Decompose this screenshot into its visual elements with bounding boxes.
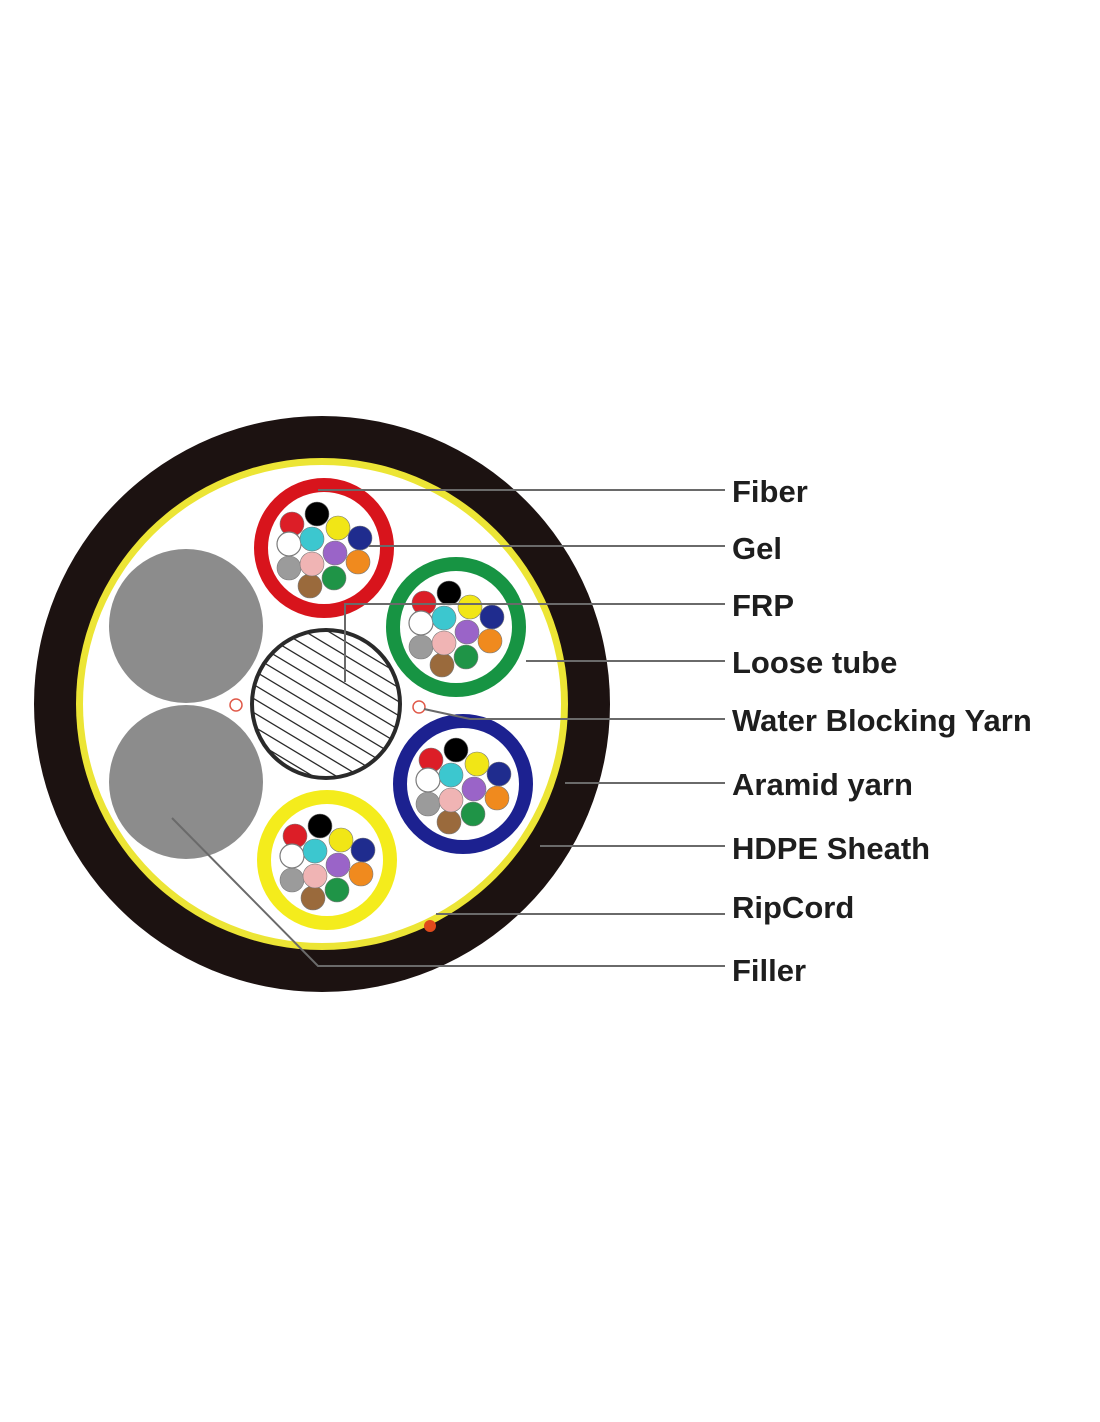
fiber-rose (302, 863, 328, 889)
fiber-rose (299, 551, 325, 577)
leader-line-frp (344, 603, 725, 682)
fiber-brown (436, 809, 462, 835)
fiber-aqua (438, 762, 464, 788)
label-loose-tube: Loose tube (732, 645, 897, 680)
loose-tubes (254, 478, 533, 930)
fiber-white (276, 531, 302, 557)
fiber-blue (350, 837, 376, 863)
fiber-aqua (431, 605, 457, 631)
filler-bottom (109, 705, 263, 859)
frp-central-member (250, 628, 402, 780)
fiber-rose (431, 630, 457, 656)
label-fiber: Fiber (732, 474, 808, 509)
fiber-aqua (299, 526, 325, 552)
fiber-violet (461, 776, 487, 802)
label-water-blocking-yarn: Water Blocking Yarn (732, 703, 1032, 738)
fiber-orange (348, 861, 374, 887)
fiber-yellow (457, 594, 483, 620)
frp-hatch-line (252, 709, 400, 778)
fiber-yellow (464, 751, 490, 777)
labels: Fiber Gel FRP Loose tube Water Blocking … (732, 474, 1032, 988)
fiber-slate (408, 634, 434, 660)
fiber-black (307, 813, 333, 839)
ripcord (424, 920, 436, 932)
fiber-black (436, 580, 462, 606)
fiber-violet (325, 852, 351, 878)
frp-hatch-line (252, 630, 400, 705)
fiber-black (304, 501, 330, 527)
fiber-blue (479, 604, 505, 630)
fiber-brown (297, 573, 323, 599)
label-hdpe-sheath: HDPE Sheath (732, 831, 930, 866)
fiber-yellow (328, 827, 354, 853)
loose-tube-blue-tube (393, 714, 533, 854)
fiber-orange (477, 628, 503, 654)
fiber-yellow (325, 515, 351, 541)
fiber-white (408, 610, 434, 636)
leader-lines (171, 489, 725, 967)
loose-tube-yellow-tube (257, 790, 397, 930)
fiber-violet (322, 540, 348, 566)
label-frp: FRP (732, 588, 794, 623)
label-gel: Gel (732, 531, 782, 566)
fiber-slate (276, 555, 302, 581)
fiber-orange (484, 785, 510, 811)
loose-tube-green-tube (386, 557, 526, 697)
fiber-white (279, 843, 305, 869)
label-ripcord: RipCord (732, 890, 854, 925)
fiber-green (321, 565, 347, 591)
fiber-green (460, 801, 486, 827)
fiber-violet (454, 619, 480, 645)
filler-top (109, 549, 263, 703)
fiber-brown (429, 652, 455, 678)
fiber-white (415, 767, 441, 793)
fiber-blue (486, 761, 512, 787)
label-aramid-yarn: Aramid yarn (732, 767, 913, 802)
leader-line-filler (171, 817, 725, 967)
fiber-aqua (302, 838, 328, 864)
fiber-blue (347, 525, 373, 551)
fiber-orange (345, 549, 371, 575)
leader-line-water-blocking-yarn (423, 708, 725, 720)
fiber-slate (415, 791, 441, 817)
label-filler: Filler (732, 953, 806, 988)
fiber-slate (279, 867, 305, 893)
fiber-brown (300, 885, 326, 911)
frp-hatch-line (252, 630, 400, 719)
loose-tube-red-tube (254, 478, 394, 618)
water-blocking-yarn-left (229, 698, 243, 712)
fiber-rose (438, 787, 464, 813)
fiber-green (453, 644, 479, 670)
frp-hatch-line (252, 681, 400, 778)
fiber-green (324, 877, 350, 903)
water-blocking-yarn-right (412, 700, 426, 714)
fiber-black (443, 737, 469, 763)
frp-hatch-line (252, 695, 400, 778)
